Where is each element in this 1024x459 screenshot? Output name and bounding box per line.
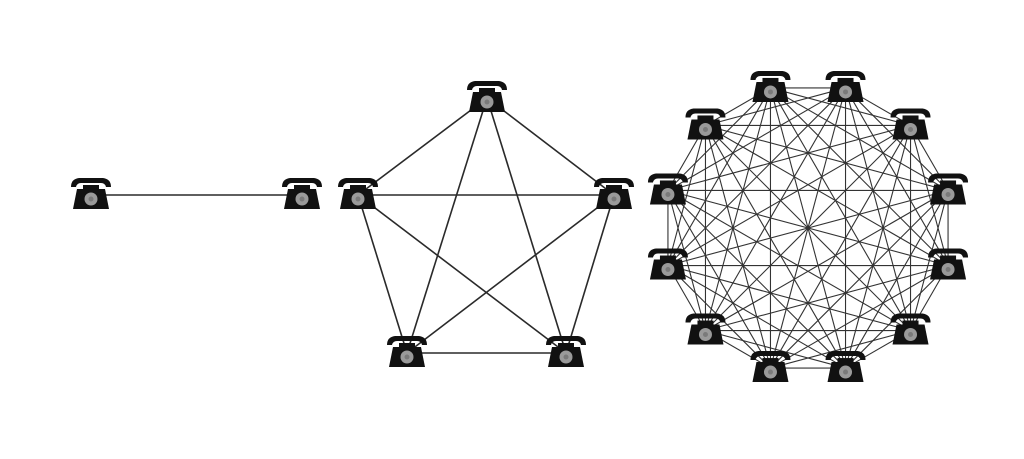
connections-layer [91,87,949,369]
connection-line [705,124,949,192]
telephone-icon [750,70,791,102]
connection-line [705,189,949,332]
connection-line [770,329,911,369]
telephone-icon [71,178,111,209]
connection-line [357,97,488,196]
connection-line [565,194,615,354]
telephone-icon [282,178,322,209]
connection-line [486,97,615,196]
connection-line [667,124,911,192]
telephone-icon [890,108,931,140]
connection-line [667,190,771,369]
connection-line [667,124,911,267]
connection-line [705,329,846,369]
connection-line [704,87,847,331]
telephone-icon [338,178,378,209]
connection-line [667,190,707,331]
connection-line [667,125,707,266]
telephone-icon [750,351,791,383]
connection-line [705,87,846,127]
connection-line [705,264,949,332]
telephone-icon [387,336,427,367]
telephone-icon [685,108,726,140]
connection-line [357,194,567,354]
connection-line [769,87,912,331]
connection-line [667,190,846,369]
network-5-phones-edges [357,97,615,354]
telephone-icon [825,351,866,383]
connection-line [705,125,911,331]
connection-line [406,97,488,354]
connection-line [704,125,772,369]
connection-line [486,97,567,354]
connection-line [667,264,911,332]
telephone-icon [685,313,726,345]
network-5-phones-phones [338,81,634,367]
telephone-icon [647,248,688,280]
telephone-icon [928,173,969,205]
phones-layer [71,70,969,383]
telephone-icon [825,70,866,102]
telephone-icon [890,313,931,345]
connection-line [357,194,408,354]
telephone-icon [928,248,969,280]
connection-line [667,189,911,332]
connection-line [406,194,615,354]
connection-line [704,125,847,369]
telephone-icon [647,173,688,205]
telephone-icon [546,336,586,367]
network-2-phones-phones [71,178,322,209]
connection-line [705,124,949,267]
telephone-icon [467,81,507,112]
connection-line [769,125,912,369]
telephone-icon [594,178,634,209]
